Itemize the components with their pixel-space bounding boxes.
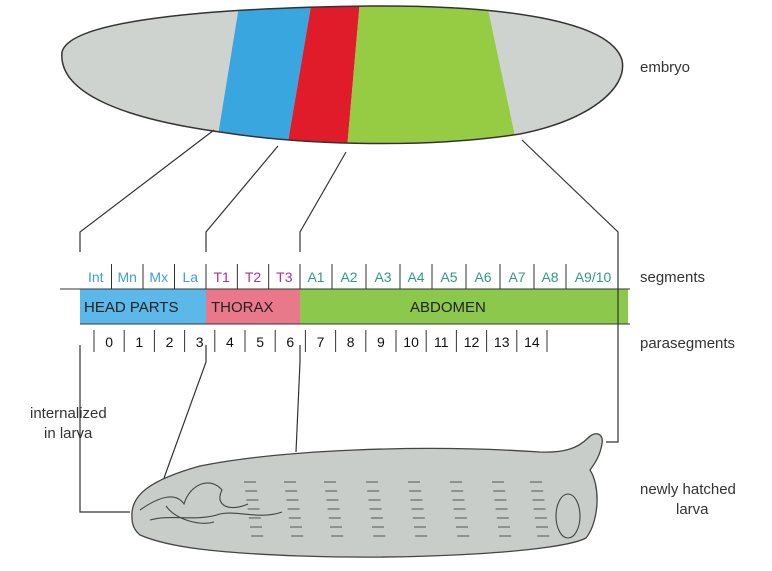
- parasegments-label: parasegments: [640, 335, 735, 352]
- embryo-connectors: [80, 130, 618, 252]
- connector-larva-thorax: [296, 345, 300, 452]
- larva-label-line2: larva: [676, 501, 709, 518]
- parasegment-label-5: 5: [256, 334, 264, 350]
- thorax-label: THORAX: [211, 299, 274, 316]
- segment-label-a7: A7: [508, 269, 525, 285]
- connector-head: [80, 130, 214, 252]
- segment-label-a6: A6: [474, 269, 491, 285]
- parasegment-label-4: 4: [226, 334, 234, 350]
- internalized-label-line2: in larva: [44, 425, 93, 442]
- segment-label-mn: Mn: [118, 269, 137, 285]
- segment-label-la: La: [182, 269, 198, 285]
- internalized-label-line1: internalized: [30, 405, 107, 422]
- segment-row: Int Mn Mx La T1 T2 T3 A1 A2 A3 A4 A5 A6 A7 A8 A9/10: [88, 264, 612, 289]
- parasegment-label-8: 8: [347, 334, 355, 350]
- parasegment-label-6: 6: [286, 334, 294, 350]
- segment-label-mx: Mx: [149, 269, 168, 285]
- segment-label-int: Int: [88, 269, 104, 285]
- larva-body: [132, 434, 602, 557]
- segment-label-a4: A4: [407, 269, 424, 285]
- parasegment-label-9: 9: [377, 334, 385, 350]
- connector-abdomen: [300, 152, 346, 252]
- segment-label-a9-10: A9/10: [575, 269, 612, 285]
- connector-larva-head: [164, 345, 206, 478]
- segment-label-t2: T2: [245, 269, 262, 285]
- head-parts-label: HEAD PARTS: [84, 299, 178, 316]
- segment-label-t3: T3: [276, 269, 293, 285]
- segment-label-t1: T1: [213, 269, 230, 285]
- region-bar: HEAD PARTS THORAX ABDOMEN: [60, 289, 630, 324]
- abdomen-label: ABDOMEN: [410, 299, 486, 316]
- segment-label-a3: A3: [374, 269, 391, 285]
- parasegment-label-12: 12: [464, 334, 480, 350]
- parasegment-label-0: 0: [105, 334, 113, 350]
- parasegment-label-11: 11: [434, 334, 449, 350]
- larva-label-line1: newly hatched: [640, 481, 736, 498]
- embryo-label: embryo: [640, 59, 690, 76]
- larva: [132, 434, 602, 557]
- segment-label-a5: A5: [440, 269, 457, 285]
- parasegment-label-3: 3: [196, 334, 204, 350]
- parasegment-label-2: 2: [166, 334, 174, 350]
- parasegment-label-10: 10: [403, 334, 419, 350]
- embryo: [0, 0, 772, 160]
- parasegment-label-1: 1: [135, 334, 143, 350]
- parasegment-label-7: 7: [317, 334, 325, 350]
- connector-posterior: [522, 140, 618, 252]
- segment-label-a8: A8: [541, 269, 558, 285]
- segment-label-a1: A1: [307, 269, 324, 285]
- segment-label-a2: A2: [340, 269, 357, 285]
- parasegment-label-13: 13: [494, 334, 510, 350]
- segments-label: segments: [640, 269, 705, 286]
- connector-thorax: [206, 146, 278, 252]
- parasegment-label-14: 14: [524, 334, 540, 350]
